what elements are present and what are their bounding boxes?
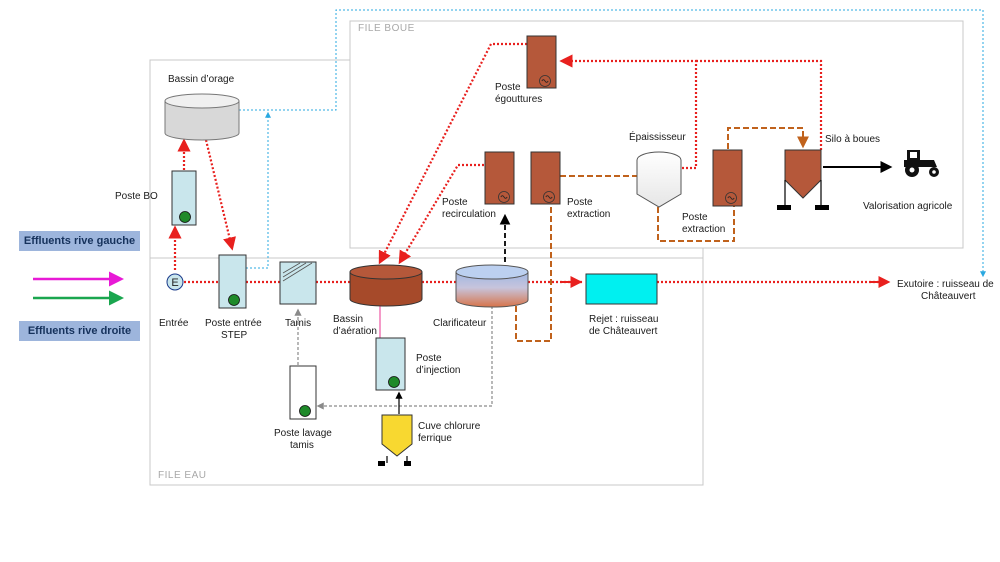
exutoire-label-2: Châteauvert	[921, 291, 976, 302]
silo-a-boues[interactable]	[777, 149, 829, 210]
flow-silo-return	[696, 59, 823, 150]
poste-bo-label: Poste BO	[115, 191, 158, 202]
entree-symbol: E	[171, 277, 178, 289]
poste-injection-label-1: Poste	[416, 353, 442, 364]
poste-egouttures[interactable]	[526, 35, 557, 89]
bassin-aeration[interactable]	[349, 264, 423, 307]
poste-entree-label-1: Poste entrée	[205, 318, 262, 329]
exutoire-label-1: Exutoire : ruisseau de	[897, 279, 994, 290]
epaississeur-label: Épaississeur	[629, 130, 686, 143]
poste-bo[interactable]	[171, 170, 197, 226]
poste-extraction-2[interactable]	[712, 149, 743, 207]
flow-recirc-to-aeration	[398, 163, 484, 265]
legend-rive-gauche: Effluents rive gauche	[19, 231, 140, 251]
poste-recirc-label-1: Poste	[442, 197, 468, 208]
entree-label: Entrée	[159, 318, 189, 329]
poste-egouttures-label-2: égouttures	[495, 94, 542, 105]
silo-label: Silo à boues	[825, 134, 880, 145]
flow-bassin-to-poste-entree	[204, 139, 236, 251]
overflow-line-poste-entree	[246, 111, 271, 269]
bassin-aeration-label-1: Bassin	[333, 314, 363, 325]
flow-egouttures-to-aeration	[378, 42, 527, 265]
tamis[interactable]	[279, 261, 317, 305]
poste-lavage-label-1: Poste lavage	[274, 428, 332, 439]
flow-extraction2-to-silo	[727, 127, 809, 149]
flow-epaississeur-to-extraction2	[657, 206, 735, 242]
file-eau-title: FILE EAU	[158, 470, 206, 481]
poste-recirc-label-2: recirculation	[442, 209, 496, 220]
bassin-aeration-label-2: d’aération	[333, 326, 377, 337]
bassin-orage-label: Bassin d’orage	[168, 74, 235, 85]
clarificateur[interactable]	[455, 264, 529, 308]
rejet-label-2: de Châteauvert	[589, 326, 658, 337]
poste-extraction-label-2: extraction	[567, 209, 610, 220]
tamis-label: Tamis	[285, 318, 311, 329]
valorisation-label: Valorisation agricole	[863, 201, 953, 212]
rejet-label-1: Rejet : ruisseau	[589, 314, 658, 325]
epaississeur[interactable]	[636, 151, 682, 208]
poste-extraction[interactable]	[530, 151, 561, 205]
poste-entree-label-2: STEP	[221, 330, 247, 341]
poste-extraction2-label-1: Poste	[682, 212, 708, 223]
poste-lavage-tamis[interactable]	[289, 365, 317, 420]
legend-rive-droite: Effluents rive droite	[19, 321, 140, 341]
poste-lavage-label-2: tamis	[290, 440, 314, 451]
poste-extraction2-label-2: extraction	[682, 224, 725, 235]
cuve-chlorure-ferrique[interactable]	[378, 414, 413, 466]
tractor-icon	[904, 150, 939, 177]
file-boue-zone	[349, 20, 964, 249]
poste-egouttures-label-1: Poste	[495, 82, 521, 93]
flow-clarificateur-to-extraction	[515, 185, 557, 342]
cuve-label-1: Cuve chlorure	[418, 421, 481, 432]
cuve-label-2: ferrique	[418, 433, 452, 444]
rejet-ruisseau[interactable]	[585, 273, 658, 305]
poste-entree-step[interactable]	[218, 254, 247, 309]
poste-extraction-label-1: Poste	[567, 197, 593, 208]
clarificateur-label: Clarificateur	[433, 318, 487, 329]
poste-injection[interactable]	[375, 337, 406, 391]
poste-recirculation[interactable]	[484, 151, 515, 205]
poste-injection-label-2: d’injection	[416, 365, 460, 376]
entree-node[interactable]: E	[166, 273, 184, 291]
flow-epaississeur-return	[559, 54, 698, 170]
bassin-orage[interactable]	[164, 93, 240, 141]
overflow-line-bassin-orage	[239, 9, 986, 278]
flow-clarificateur-to-lavage	[316, 306, 493, 410]
file-boue-title: FILE BOUE	[358, 23, 415, 34]
file-eau-zone-lower	[149, 257, 704, 486]
